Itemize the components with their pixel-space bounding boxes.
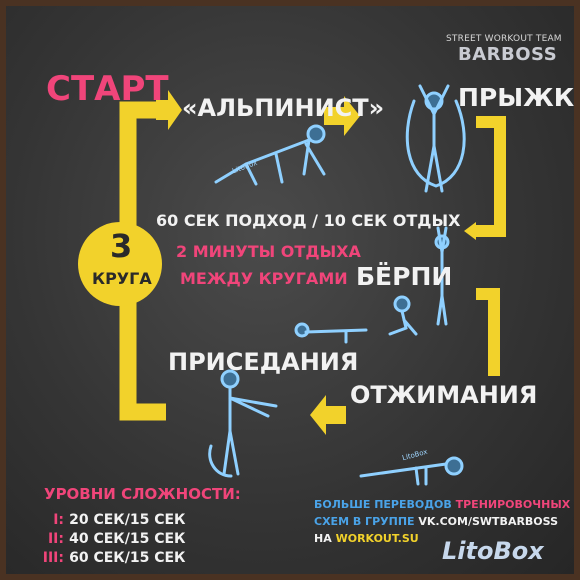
level-text: 40 СЕК/15 СЕК (69, 531, 186, 547)
rounds-circle (78, 222, 162, 306)
difficulty-level: I: 20 СЕК/15 СЕК (30, 509, 185, 528)
level-mark: III: (42, 550, 64, 566)
litobox-logo: LitoBox (442, 537, 544, 565)
level-mark: I: (53, 512, 64, 528)
arrow-right-icon (324, 96, 360, 136)
arrow-left-icon (464, 222, 476, 240)
team-subtitle: STREET WORKOUT TEAM (446, 34, 562, 44)
promo-text: ТРЕНИРОВОЧНЫХ (455, 498, 571, 511)
exercise-burpee-label: БЁРПИ (356, 262, 453, 291)
difficulty-title: УРОВНИ СЛОЖНОСТИ: (44, 485, 241, 503)
level-text: 20 СЕК/15 СЕК (69, 512, 186, 528)
route-bracket (476, 288, 500, 376)
round-rest-line1: 2 МИНУТЫ ОТДЫХА (176, 242, 361, 261)
level-mark: II: (47, 531, 64, 547)
jumps-figure (405, 84, 466, 193)
climber-figure (214, 124, 326, 186)
promo-text: БОЛЬШЕ ПЕРЕВОДОВ (314, 498, 452, 511)
route-bracket (474, 116, 506, 237)
difficulty-levels: I: 20 СЕК/15 СЕК II: 40 СЕК/15 СЕК III: … (30, 509, 186, 566)
set-rest-text: 60 СЕК ПОДХОД / 10 СЕК ОТДЫХ (156, 211, 461, 230)
exercise-pushups-label: ОТЖИМАНИЯ (350, 381, 538, 409)
exercise-squats-label: ПРИСЕДАНИЯ (168, 348, 359, 376)
team-logo: BARBOSS (458, 44, 558, 65)
burpee-figure (294, 226, 450, 344)
promo-text: СХЕМ В ГРУППЕ (314, 515, 415, 528)
difficulty-level: II: 40 СЕК/15 СЕК (30, 528, 186, 547)
difficulty-level: III: 60 СЕК/15 СЕК (30, 547, 186, 566)
squats-figure (208, 369, 278, 478)
promo-block: БОЛЬШЕ ПЕРЕВОДОВ ТРЕНИРОВОЧНЫХ СХЕМ В ГР… (314, 496, 570, 547)
rounds-number: 3 (110, 227, 133, 265)
start-label: СТАРТ (46, 69, 169, 109)
exercise-jumps-label: ПРЫЖКИ (458, 83, 575, 112)
level-text: 60 СЕК/15 СЕК (69, 550, 186, 566)
promo-link[interactable]: WORKOUT.SU (335, 532, 419, 545)
round-rest-line2: МЕЖДУ КРУГАМИ (180, 269, 348, 288)
exercise-climber-label: «АЛЬПИНИСТ» (182, 94, 385, 122)
arrow-left-icon (310, 395, 346, 435)
arrow-right-icon (156, 90, 182, 130)
rounds-label: КРУГА (92, 269, 152, 288)
route-diagram (78, 84, 506, 486)
promo-link[interactable]: VK.COM/SWTBARBOSS (418, 515, 559, 528)
pushups-figure (359, 456, 464, 486)
promo-text: НА (314, 532, 332, 545)
